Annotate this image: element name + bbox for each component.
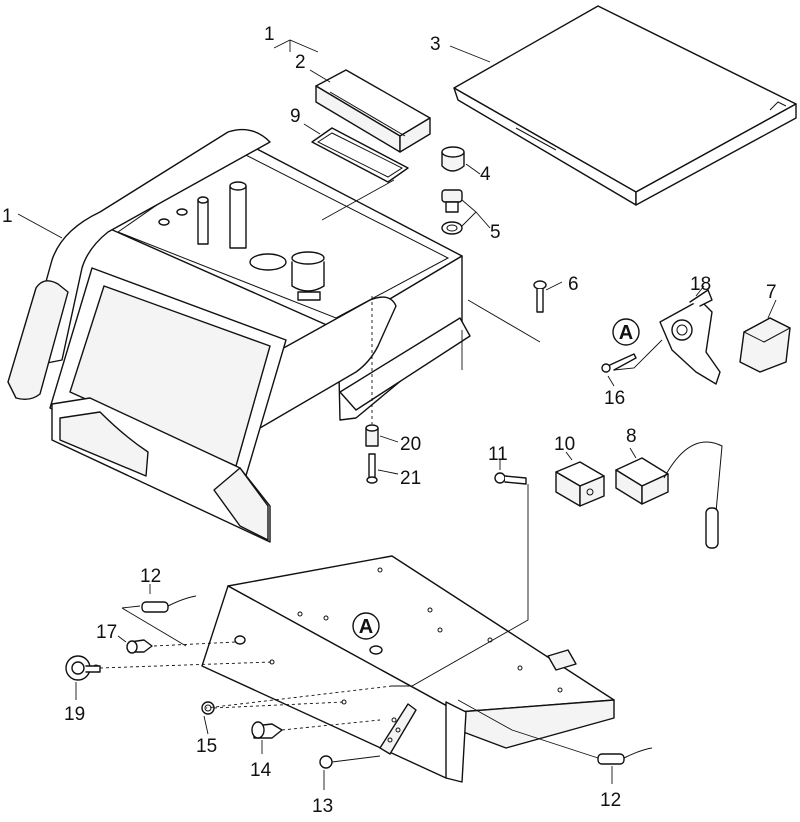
part-gasket xyxy=(311,127,409,183)
callout-labels: 1 2 3 9 4 5 1 6 18 7 16 20 21 10 8 11 12… xyxy=(2,24,777,817)
callout-6: 6 xyxy=(568,274,579,295)
part-bolt-21 xyxy=(366,453,378,484)
part-spacer-20 xyxy=(365,424,379,447)
callout-19: 19 xyxy=(64,704,85,725)
part-nut-15 xyxy=(201,701,215,715)
part-screw-6 xyxy=(533,280,547,313)
svg-text:A: A xyxy=(619,322,633,344)
part-base-plate xyxy=(201,555,615,783)
callout-12-bottom: 12 xyxy=(600,790,621,811)
part-fastener-17 xyxy=(126,639,153,654)
callout-10: 10 xyxy=(554,434,575,455)
callout-9: 9 xyxy=(290,106,301,127)
callout-17: 17 xyxy=(96,622,117,643)
part-lamp-12a xyxy=(141,595,197,613)
callout-5: 5 xyxy=(490,222,501,243)
part-cap xyxy=(441,146,465,172)
part-fastener-14 xyxy=(251,721,283,739)
part-lamp-12b xyxy=(597,747,653,765)
callout-2: 2 xyxy=(295,52,306,73)
detail-upper xyxy=(601,289,792,385)
svg-text:A: A xyxy=(359,616,373,638)
callout-8: 8 xyxy=(626,426,637,447)
callout-20: 20 xyxy=(400,434,421,455)
callout-4: 4 xyxy=(480,164,491,185)
callout-21: 21 xyxy=(400,468,421,489)
part-filter xyxy=(315,69,431,153)
part-thermostat-8 xyxy=(615,441,723,549)
part-knob-19 xyxy=(65,655,101,681)
callout-1-side: 1 xyxy=(2,206,13,227)
callout-14: 14 xyxy=(250,760,272,781)
callout-3: 3 xyxy=(430,34,441,55)
callout-7: 7 xyxy=(766,282,777,303)
part-plug-13 xyxy=(319,755,333,769)
part-lid xyxy=(453,5,797,206)
callout-12-top: 12 xyxy=(140,566,161,587)
leader-lines xyxy=(17,39,777,790)
part-nozzle xyxy=(441,189,463,235)
marker-a-upper: A xyxy=(612,318,640,346)
callout-18: 18 xyxy=(690,274,711,295)
callout-11: 11 xyxy=(488,444,508,465)
marker-a-lower: A xyxy=(352,612,380,640)
part-switch-10 xyxy=(555,461,605,507)
callout-13: 13 xyxy=(312,796,333,817)
part-housing xyxy=(7,128,471,543)
callout-15: 15 xyxy=(196,736,217,757)
callout-1-top: 1 xyxy=(264,24,275,45)
callout-16: 16 xyxy=(604,388,625,409)
part-screw-11 xyxy=(494,472,527,485)
